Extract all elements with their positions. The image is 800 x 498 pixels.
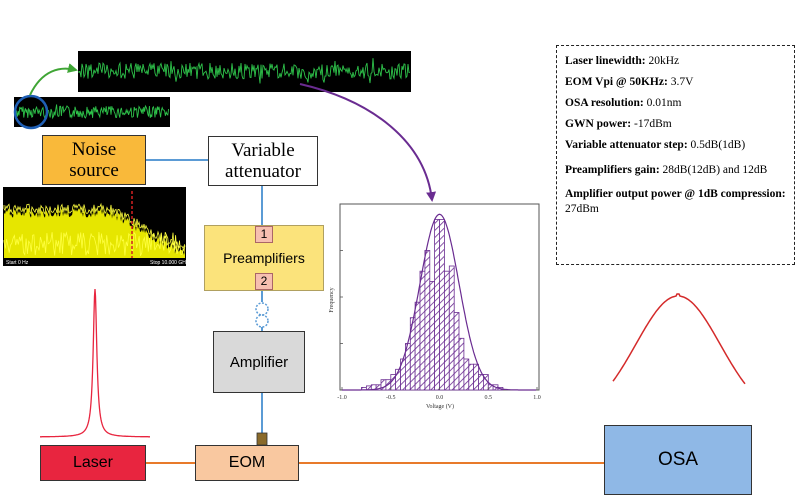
- spec-row: Laser linewidth: 20kHz: [565, 54, 786, 69]
- eom-box: EOM: [195, 445, 299, 481]
- zoom-arrow: [29, 63, 78, 96]
- spec-row: Variable attenuator step: 0.5dB(1dB): [565, 138, 786, 153]
- voltage-histogram: -1.0 -0.5 0.0 0.5 1.0 Voltage (V) Frequency: [329, 203, 541, 410]
- specifications-panel: Laser linewidth: 20kHz EOM Vpi @ 50KHz: …: [556, 45, 795, 265]
- histogram-bar: [414, 301, 421, 391]
- osa-box: OSA: [604, 425, 752, 495]
- spec-row: Amplifier output power @ 1dB compression…: [565, 187, 786, 217]
- dc-block-icon: [255, 302, 269, 328]
- spec-value: 27dBm: [565, 203, 599, 215]
- noise-spectrum-inset: Start 0 Hz Stop 10.000 GHz: [3, 187, 189, 266]
- osa-spectrum-curve: [612, 293, 746, 385]
- histogram-bar: [468, 363, 475, 391]
- amplifier-box: Amplifier: [213, 331, 305, 393]
- amplifier-label: Amplifier: [229, 353, 289, 371]
- zoom-circle: [13, 94, 49, 130]
- histogram-x-tick-label: -0.5: [386, 395, 396, 401]
- spec-value: 28dB(12dB) and 12dB: [659, 164, 768, 176]
- spec-label: EOM Vpi @ 50KHz:: [565, 76, 668, 88]
- histogram-bar: [380, 379, 387, 391]
- noise-source-label-line1: Noise: [71, 139, 117, 160]
- histogram-bar: [463, 358, 470, 391]
- eom-rf-connector: [256, 432, 268, 446]
- histogram-bar: [439, 219, 445, 391]
- laser-label: Laser: [72, 454, 114, 471]
- spec-value: 0.01nm: [643, 97, 682, 109]
- spec-value: 0.5dB(1dB): [687, 139, 746, 151]
- histogram-bar: [424, 250, 431, 391]
- osa-label: OSA: [657, 449, 699, 470]
- spec-label: Variable attenuator step:: [565, 139, 688, 151]
- spec-row: EOM Vpi @ 50KHz: 3.7V: [565, 75, 786, 90]
- histogram-bar: [448, 265, 455, 391]
- preamplifiers-box: 1 Preamplifiers 2: [204, 225, 324, 291]
- histogram-x-tick-label: -1.0: [337, 395, 347, 401]
- histogram-x-tick-label: 0.0: [436, 395, 444, 401]
- variable-attenuator-box: Variable attenuator: [208, 136, 318, 186]
- spec-value: -17dBm: [631, 118, 672, 130]
- port-1: 1: [255, 226, 273, 243]
- laser-box: Laser: [40, 445, 146, 481]
- spec-row: OSA resolution: 0.01nm: [565, 96, 786, 111]
- eom-label: EOM: [228, 454, 266, 471]
- spec-row: GWN power: -17dBm: [565, 117, 786, 132]
- histogram-arrow: [299, 83, 437, 202]
- histogram-bar: [473, 363, 479, 391]
- gaussian-fit-curve: [342, 213, 536, 391]
- laser-spectrum-curve: [40, 288, 150, 438]
- spec-label: Amplifier output power @ 1dB compression…: [565, 188, 786, 200]
- histogram-bar: [443, 270, 450, 391]
- noise-trace-small: [13, 94, 170, 130]
- histogram-bar: [429, 281, 436, 391]
- spec-label: GWN power:: [565, 118, 632, 130]
- spec-label: OSA resolution:: [565, 97, 644, 109]
- histogram-bar: [458, 337, 465, 391]
- attenuator-label-line1: Variable: [231, 140, 295, 161]
- histogram-bar: [419, 270, 426, 391]
- spectrum-start-label: Start 0 Hz: [6, 260, 29, 266]
- preamplifiers-label: Preamplifiers: [223, 250, 305, 266]
- noise-source-box: Noise source: [42, 135, 146, 185]
- spec-label: Laser linewidth:: [565, 55, 646, 67]
- histogram-x-tick-label: 0.5: [485, 395, 493, 401]
- spec-value: 20kHz: [645, 55, 680, 67]
- histogram-xlabel: Voltage (V): [426, 403, 454, 410]
- noise-trace-large: [78, 51, 411, 92]
- histogram-bar: [478, 374, 484, 391]
- noise-source-label-line2: source: [69, 160, 119, 181]
- histogram-x-tick-label: 1.0: [533, 395, 541, 401]
- histogram-ylabel: Frequency: [329, 287, 335, 312]
- spec-label: Preamplifiers gain:: [565, 164, 660, 176]
- spec-row: Preamplifiers gain: 28dB(12dB) and 12dB: [565, 159, 786, 181]
- histogram-bar: [434, 219, 440, 391]
- spec-value: 3.7V: [667, 76, 694, 88]
- spectrum-stop-label: Stop 10.000 GHz: [150, 260, 189, 266]
- attenuator-label-line2: attenuator: [225, 161, 301, 182]
- port-2: 2: [255, 273, 273, 290]
- histogram-bar: [453, 312, 460, 391]
